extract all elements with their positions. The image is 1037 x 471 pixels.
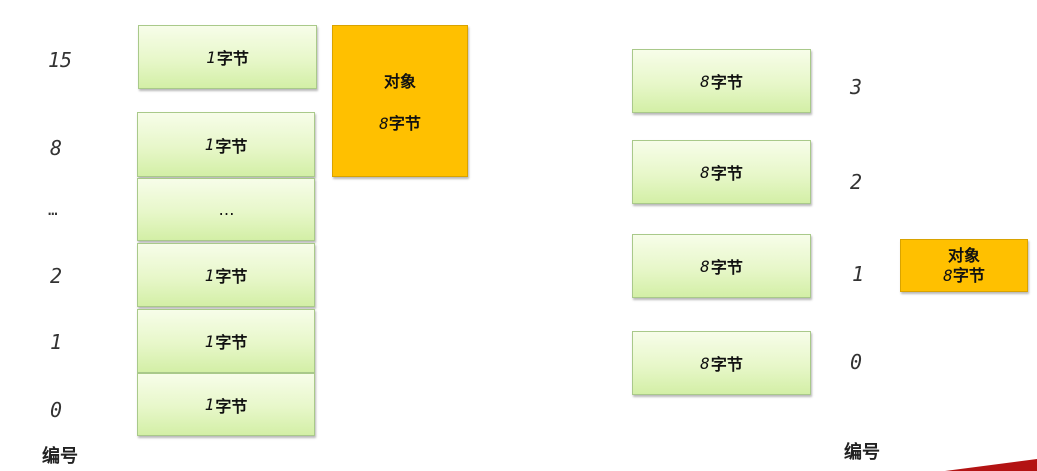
- right-object-box: 对象 8字节: [900, 239, 1028, 292]
- cell-unit: 字节: [710, 164, 743, 183]
- left-index-ellipsis: …: [48, 200, 58, 219]
- right-index-0: 0: [850, 350, 863, 374]
- cell-unit: 字节: [710, 258, 743, 277]
- object-title: 对象: [947, 246, 980, 266]
- cell-digit: 8: [700, 256, 710, 276]
- cell-digit: 1: [204, 331, 215, 351]
- right-index-3: 3: [850, 75, 863, 99]
- cell-unit: 字节: [216, 49, 249, 68]
- object-title: 对象: [383, 72, 416, 91]
- cell-unit: 字节: [710, 355, 743, 374]
- object-size: 8字节: [943, 266, 985, 285]
- left-index-8: 8: [50, 136, 63, 160]
- cell-unit: 字节: [710, 73, 743, 92]
- left-index-15: 15: [48, 48, 73, 72]
- object-size-digit: 8: [379, 114, 389, 133]
- cell-unit: 字节: [215, 333, 248, 352]
- cell-digit: 8: [700, 162, 710, 182]
- left-object-box: 对象 8字节: [332, 25, 468, 177]
- corner-ribbon: [945, 459, 1037, 471]
- cell-digit: 1: [204, 395, 215, 414]
- cell-digit: 1: [204, 265, 215, 285]
- cell-unit: 字节: [215, 267, 248, 286]
- cell-unit: 字节: [215, 396, 248, 416]
- object-size-unit: 字节: [388, 114, 421, 133]
- left-index-2: 2: [50, 264, 63, 288]
- cell-unit: 字节: [215, 136, 248, 156]
- right-caption: 编号: [844, 442, 880, 463]
- left-cell-ellipsis: …: [137, 178, 315, 241]
- object-size-unit: 字节: [952, 265, 985, 285]
- cell-digit: 1: [204, 135, 215, 154]
- cell-digit: 8: [700, 353, 710, 373]
- left-index-0: 0: [50, 398, 63, 422]
- left-caption: 编号: [42, 446, 78, 467]
- cell-digit: 8: [700, 71, 710, 91]
- cell-digit: 1: [206, 47, 216, 67]
- right-index-1: 1: [852, 262, 865, 286]
- left-index-1: 1: [50, 330, 63, 354]
- object-size: 8字节: [379, 110, 421, 134]
- object-size-digit: 8: [943, 265, 953, 285]
- right-index-2: 2: [850, 170, 863, 194]
- cell-unit: …: [218, 200, 235, 219]
